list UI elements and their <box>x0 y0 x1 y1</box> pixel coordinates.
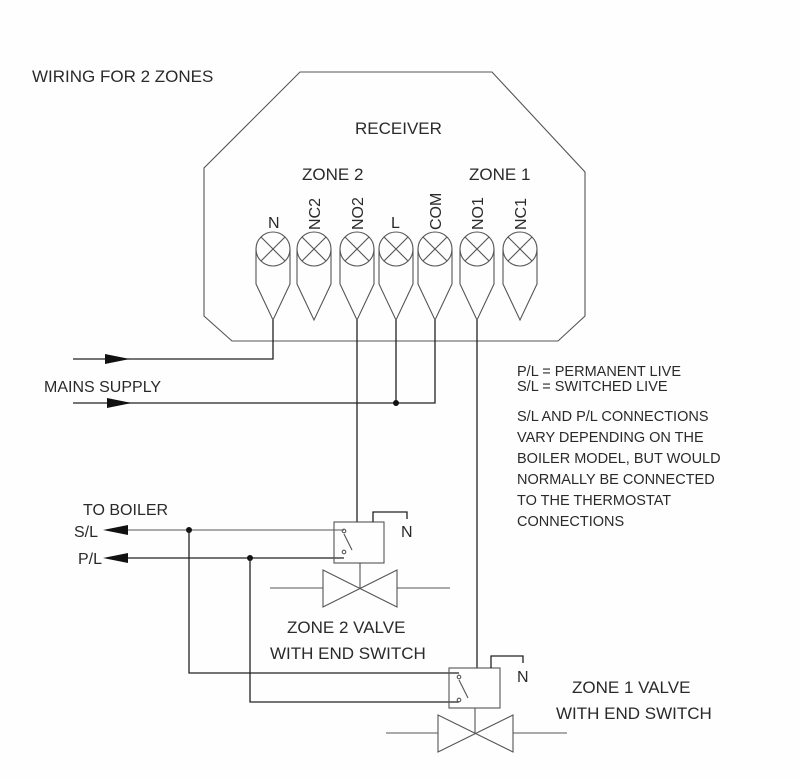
zone1-label: ZONE 1 <box>469 165 530 184</box>
neutral-label: N <box>401 524 413 541</box>
valve-label: ZONE 1 VALVE <box>572 678 690 697</box>
terminal-l: L <box>378 215 414 322</box>
terminal-body <box>417 249 453 322</box>
screw-cross <box>507 236 533 262</box>
receiver-label: RECEIVER <box>355 119 442 138</box>
terminal-n: N <box>255 215 291 322</box>
valve-label: WITH END SWITCH <box>270 644 426 663</box>
terminal-body <box>296 249 332 322</box>
terminal-label: L <box>391 215 400 232</box>
neutral-wire <box>490 655 524 668</box>
switch-blade <box>343 533 353 551</box>
terminal-label: COM <box>428 193 445 230</box>
arrow-right-icon <box>107 398 132 408</box>
switch-contact <box>341 528 347 534</box>
terminal-label: N <box>268 215 280 232</box>
legend: P/L = PERMANENT LIVE S/L = SWITCHED LIVE… <box>517 364 721 530</box>
note-line: VARY DEPENDING ON THE <box>517 430 704 446</box>
note-line: S/L AND P/L CONNECTIONS <box>517 409 709 425</box>
terminal-label: NO2 <box>350 197 367 230</box>
switch-contact <box>341 549 347 555</box>
legend-pl: P/L = PERMANENT LIVE <box>517 364 681 380</box>
mains-neutral-wire <box>73 320 274 360</box>
neutral-wire <box>372 511 408 522</box>
switch-contact <box>456 697 462 703</box>
receiver-housing <box>203 71 586 342</box>
terminal-screw-icon <box>378 231 414 267</box>
pl-label: P/L <box>78 551 102 568</box>
screw-cross <box>301 236 327 262</box>
terminal-body <box>502 249 538 322</box>
terminal-nc2: NC2 <box>296 198 332 322</box>
sl-label: S/L <box>74 524 98 541</box>
mains-supply: MAINS SUPPLY <box>44 320 436 408</box>
terminal-label: NC1 <box>513 198 530 230</box>
valve-label: ZONE 2 VALVE <box>287 618 405 637</box>
terminal-label: NO1 <box>470 197 487 230</box>
terminal-body <box>459 249 495 322</box>
valve-label: WITH END SWITCH <box>556 704 712 723</box>
zone1-valve: N ZONE 1 VALVE WITH END SWITCH <box>386 655 712 753</box>
valve-body-icon <box>322 569 398 608</box>
terminal-screw-icon <box>417 231 453 267</box>
note-line: NORMALLY BE CONNECTED <box>517 472 715 488</box>
diagram-title: WIRING FOR 2 ZONES <box>32 67 213 86</box>
valve-body-icon <box>437 714 514 753</box>
neutral-label: N <box>517 669 529 686</box>
screw-cross <box>422 236 448 262</box>
terminal-screw-icon <box>296 231 332 267</box>
terminal-no1: NO1 <box>459 197 495 322</box>
terminal-body <box>378 249 414 322</box>
switch-contact <box>456 674 462 680</box>
legend-sl: S/L = SWITCHED LIVE <box>517 379 668 395</box>
terminal-screw-icon <box>255 231 291 267</box>
terminal-body <box>339 249 375 322</box>
terminal-screw-icon <box>459 231 495 267</box>
terminal-label: NC2 <box>307 198 324 230</box>
arrow-left-icon <box>103 525 128 535</box>
zone2-label: ZONE 2 <box>302 165 363 184</box>
switch-blade <box>458 679 469 699</box>
note-line: BOILER MODEL, BUT WOULD <box>517 451 721 467</box>
terminal-body <box>255 249 291 322</box>
junction-dot <box>393 400 399 406</box>
terminal-no2: NO2 <box>339 197 375 322</box>
arrow-left-icon <box>103 553 128 563</box>
zone2-valve: N ZONE 2 VALVE WITH END SWITCH <box>270 511 450 663</box>
terminal-screw-icon <box>502 231 538 267</box>
note-line: TO THE THERMOSTAT <box>517 493 671 509</box>
screw-cross <box>344 236 370 262</box>
mains-live-wire <box>73 320 436 404</box>
to-boiler-label: TO BOILER <box>83 502 168 519</box>
arrow-right-icon <box>105 354 130 364</box>
mains-supply-label: MAINS SUPPLY <box>44 379 161 396</box>
note-line: CONNECTIONS <box>517 514 624 530</box>
screw-cross <box>464 236 490 262</box>
boiler-connections: TO BOILER S/L P/L <box>74 502 459 703</box>
screw-cross <box>383 236 409 262</box>
end-switch-box <box>333 521 385 564</box>
pl-zone1-wire <box>249 558 459 703</box>
terminal-com: COM <box>417 193 453 322</box>
sl-zone1-wire <box>188 530 459 674</box>
screw-cross <box>260 236 286 262</box>
terminal-nc1: NC1 <box>502 198 538 322</box>
terminal-screw-icon <box>339 231 375 267</box>
